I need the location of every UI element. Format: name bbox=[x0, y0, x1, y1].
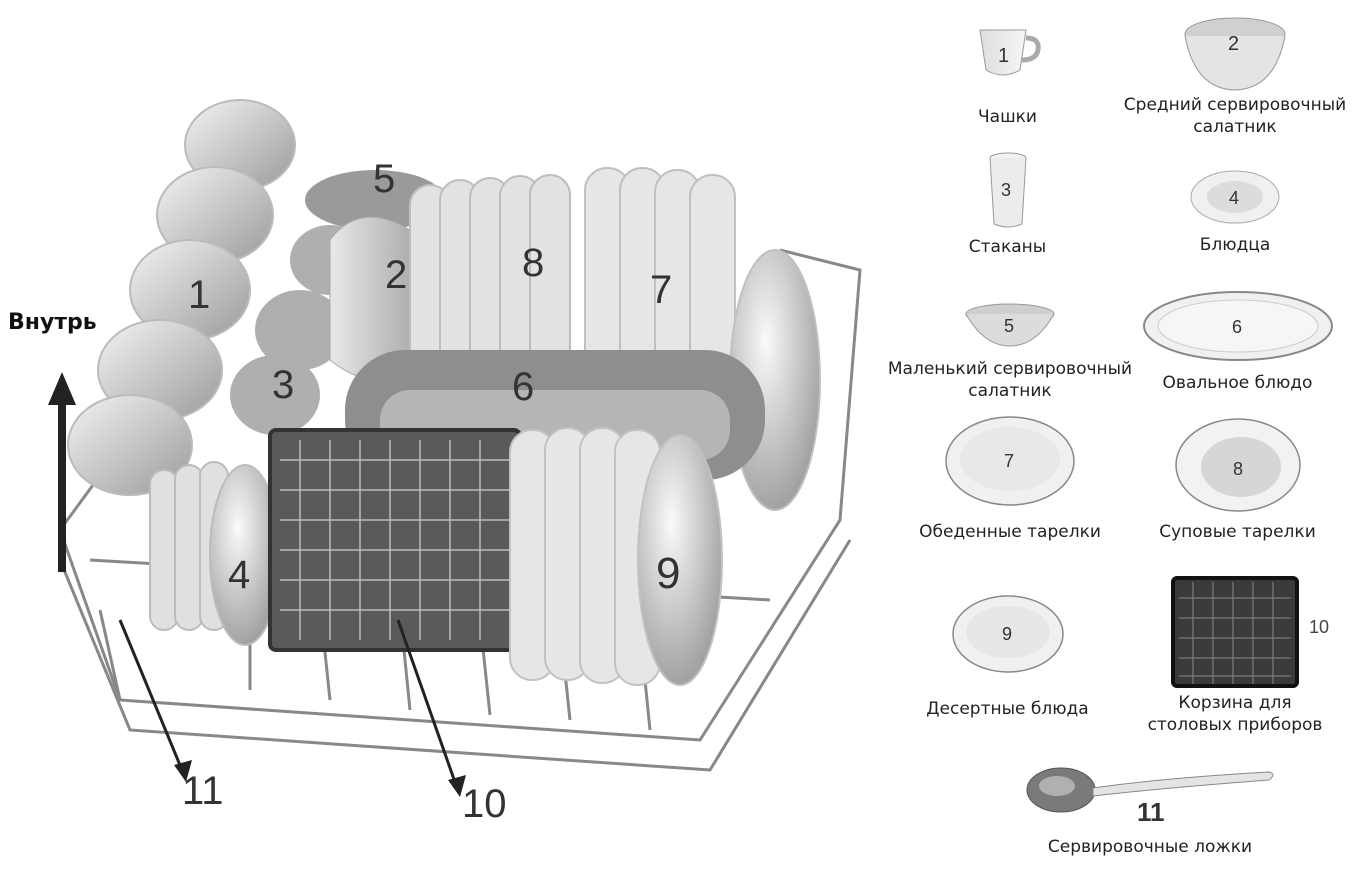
legend-number-11: 11 bbox=[1137, 797, 1165, 827]
svg-text:4: 4 bbox=[1229, 188, 1239, 208]
rack-soup-plates bbox=[409, 174, 571, 391]
legend-item-cutlery-basket: Корзина для столовых приборов bbox=[1135, 568, 1335, 736]
rack-number-5: 5 bbox=[373, 157, 395, 201]
cutlery-basket-icon bbox=[1171, 576, 1299, 688]
rack-number-2: 2 bbox=[385, 253, 407, 297]
rack-number-6: 6 bbox=[512, 365, 534, 409]
rack-number-7: 7 bbox=[650, 268, 672, 312]
legend-label-serving-spoon: Сервировочные ложки bbox=[1047, 837, 1253, 857]
serving-bowl-icon: 2 bbox=[1184, 17, 1286, 91]
legend-item-glasses: 3 Стаканы bbox=[950, 150, 1065, 258]
rack-cups bbox=[67, 99, 296, 496]
legend-label-dessert-plates: Десертные блюда bbox=[926, 699, 1089, 719]
legend-item-dinner-plates: 7 Обеденные тарелки bbox=[905, 415, 1115, 543]
legend-label-soup-plates: Суповые тарелки bbox=[1159, 522, 1316, 542]
direction-label: Внутрь bbox=[8, 310, 97, 335]
svg-text:3: 3 bbox=[1001, 180, 1011, 200]
svg-text:1: 1 bbox=[998, 45, 1009, 67]
legend-number-10: 10 bbox=[1309, 617, 1330, 637]
legend-label-oval-platter: Овальное блюдо bbox=[1162, 373, 1313, 393]
dinner-plate-icon: 7 bbox=[945, 416, 1075, 506]
pointer-arrows bbox=[118, 619, 458, 786]
dessert-plate-icon: 9 bbox=[951, 595, 1064, 673]
rack-dessert-plates bbox=[509, 427, 723, 686]
rack-number-10: 10 bbox=[462, 782, 507, 826]
inward-arrow-icon bbox=[48, 372, 76, 572]
legend-label-cutlery-basket: Корзина для столовых приборов bbox=[1147, 693, 1323, 735]
soup-plate-icon: 8 bbox=[1174, 418, 1301, 512]
rack-number-11: 11 bbox=[182, 769, 224, 813]
legend-label-cups: Чашки bbox=[978, 107, 1037, 127]
legend-item-dessert-plates: 9 Десертные блюда bbox=[915, 592, 1100, 720]
saucer-icon: 4 bbox=[1190, 170, 1280, 224]
dishwasher-rack-illustration: 1 2 3 4 5 6 7 8 9 10 11 bbox=[48, 99, 862, 826]
legend-label-serving-bowl: Средний сервировочный салатник bbox=[1123, 95, 1347, 137]
svg-text:7: 7 bbox=[1004, 451, 1014, 471]
rack-number-3: 3 bbox=[272, 363, 294, 407]
svg-text:2: 2 bbox=[1228, 33, 1239, 55]
rack-saucers bbox=[149, 461, 281, 646]
legend-item-saucers: 4 Блюдца bbox=[1170, 168, 1300, 256]
legend-item-cups: 1 Чашки bbox=[940, 20, 1075, 128]
rack-number-1: 1 bbox=[188, 273, 210, 317]
serving-spoon-icon bbox=[1026, 767, 1274, 813]
legend-item-soup-plates: 8 Суповые тарелки bbox=[1150, 415, 1325, 543]
rack-number-8: 8 bbox=[522, 241, 544, 285]
legend-item-small-bowl: 5 Маленький сервировочный салатник bbox=[885, 302, 1135, 402]
rack-cutlery-basket bbox=[268, 428, 522, 652]
rack-number-4: 4 bbox=[228, 553, 250, 597]
rack-number-9: 9 bbox=[656, 549, 680, 598]
cup-icon: 1 bbox=[978, 29, 1041, 76]
svg-text:6: 6 bbox=[1232, 317, 1242, 337]
legend-label-dinner-plates: Обеденные тарелки bbox=[919, 522, 1101, 542]
glass-icon: 3 bbox=[989, 152, 1026, 228]
legend-label-small-bowl: Маленький сервировочный салатник bbox=[887, 359, 1133, 401]
small-bowl-icon: 5 bbox=[965, 303, 1055, 347]
legend-item-serving-bowl: 2 Средний сервировочный салатник bbox=[1115, 14, 1355, 138]
legend-item-oval-platter: 6 Овальное блюдо bbox=[1140, 290, 1335, 394]
svg-text:8: 8 bbox=[1233, 459, 1243, 479]
legend-label-saucers: Блюдца bbox=[1199, 235, 1271, 255]
legend-label-block-serving-spoon: Сервировочные ложки bbox=[1040, 836, 1260, 858]
svg-text:9: 9 bbox=[1002, 624, 1012, 644]
svg-text:5: 5 bbox=[1004, 316, 1014, 336]
legend-item-serving-spoon bbox=[1020, 760, 1280, 816]
oval-platter-icon: 6 bbox=[1142, 291, 1333, 361]
legend-label-glasses: Стаканы bbox=[968, 237, 1047, 257]
